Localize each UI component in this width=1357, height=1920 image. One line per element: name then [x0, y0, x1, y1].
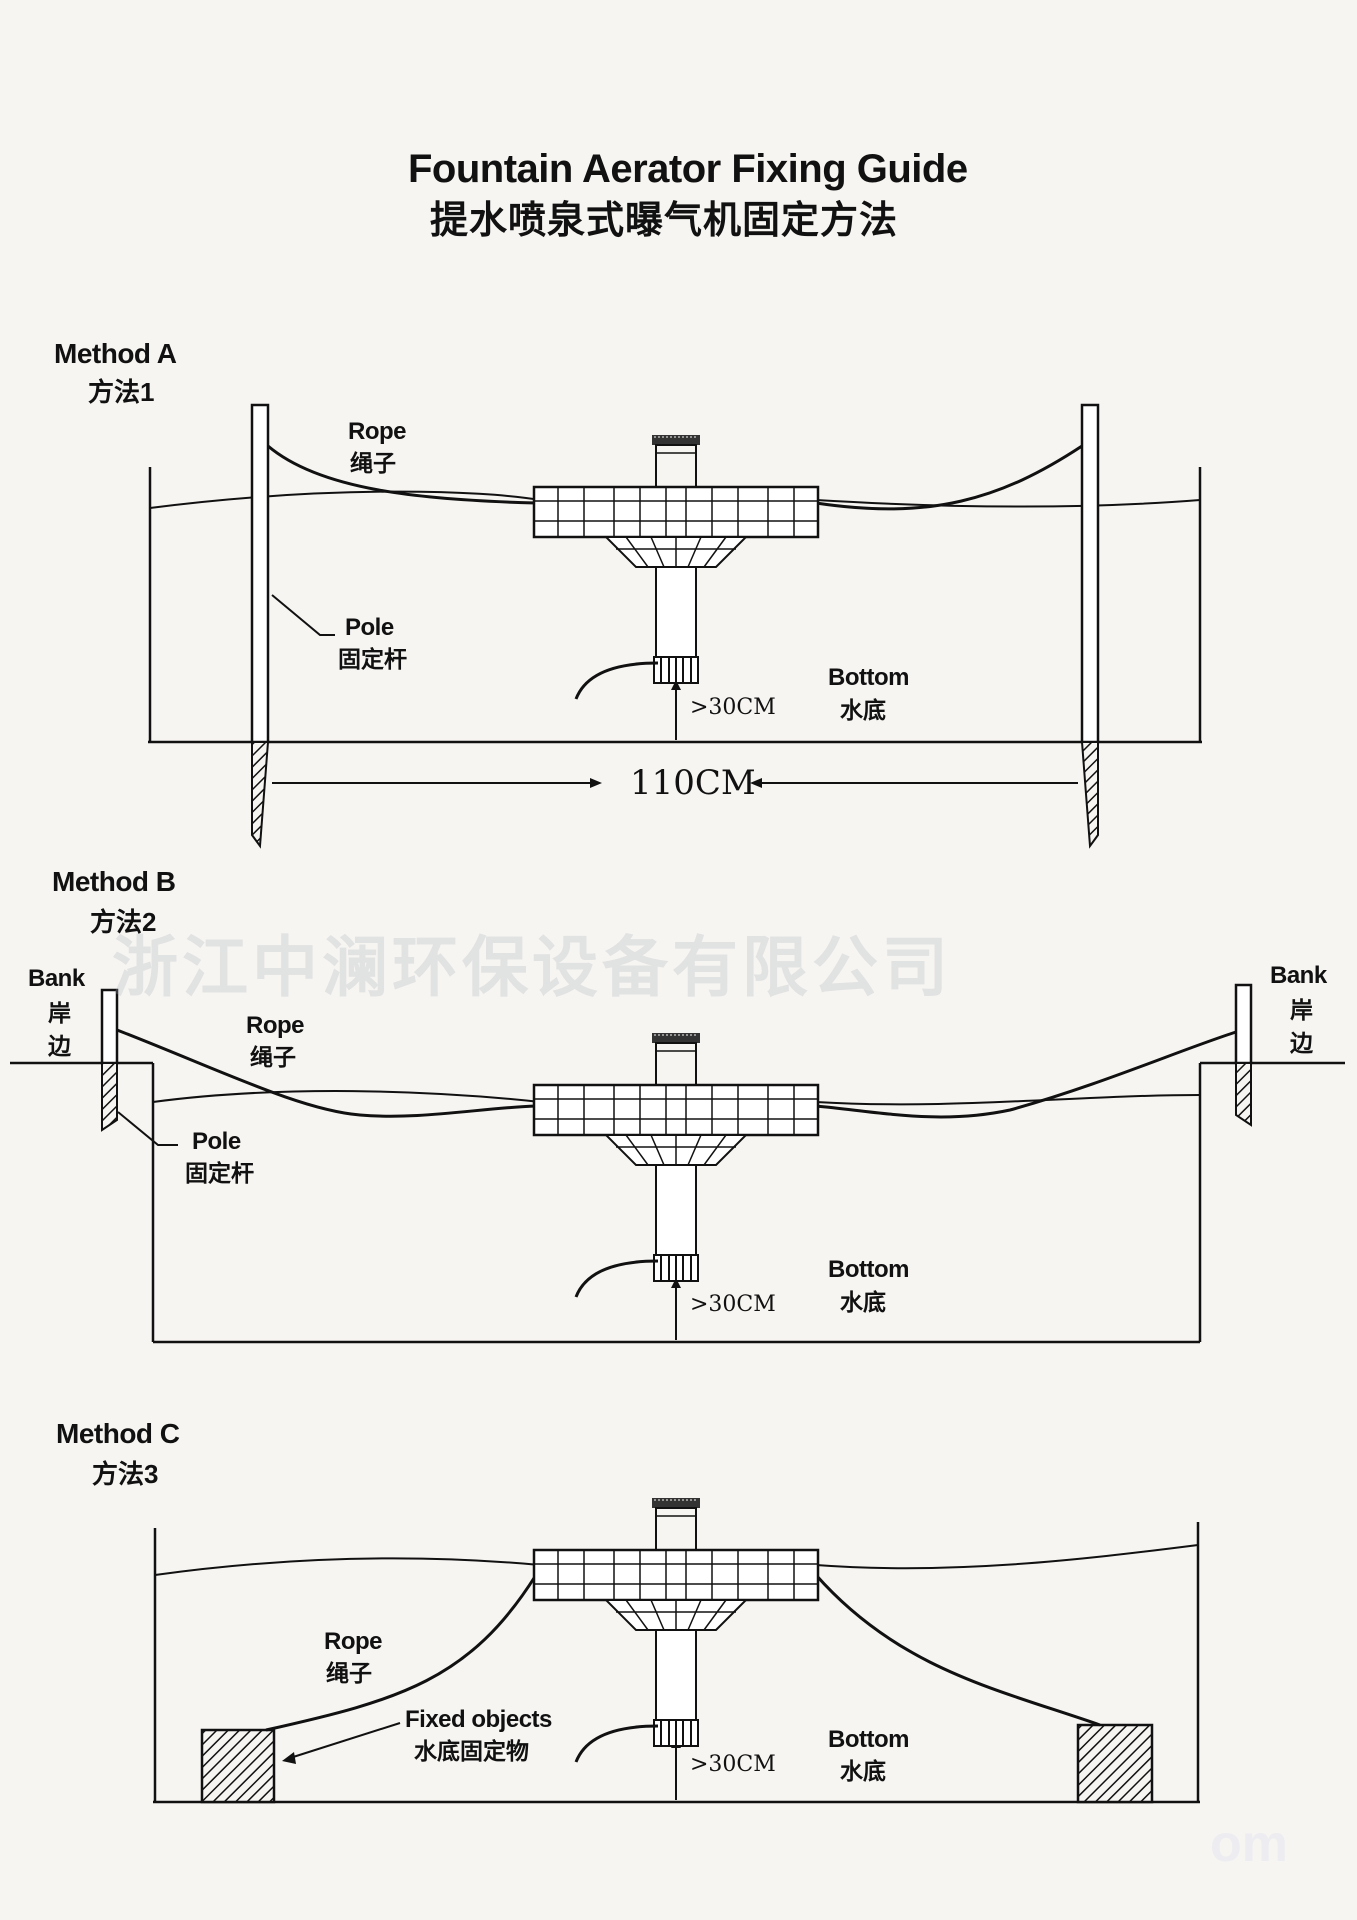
method-a-pole-label-cn: 固定杆	[338, 646, 407, 672]
method-b-rope-label-cn: 绳子	[250, 1044, 296, 1070]
method-a-bottom-label-cn: 水底	[840, 697, 886, 723]
title-cn: 提水喷泉式曝气机固定方法	[430, 200, 899, 242]
company-watermark: 浙江中澜环保设备有限公司	[112, 930, 952, 1004]
method-a-title-cn: 方法1	[88, 377, 155, 407]
method-b-pole-label-cn: 固定杆	[185, 1160, 254, 1186]
method-c-fixed-objects-label: Fixed objects	[405, 1706, 552, 1733]
title-en: Fountain Aerator Fixing Guide	[408, 147, 968, 191]
method-c-clearance: >30CM	[690, 1752, 776, 1777]
method-b-bank-right-cn-1: 岸	[1290, 997, 1313, 1023]
method-c-title-cn: 方法3	[92, 1459, 159, 1489]
method-a-clearance: >30CM	[690, 695, 776, 720]
method-a-rope-label: Rope	[348, 418, 407, 445]
method-a-bottom-label: Bottom	[828, 664, 909, 691]
method-b-bank-left: Bank	[28, 965, 85, 992]
method-c-fixed-objects-label-cn: 水底固定物	[414, 1738, 529, 1764]
corner-watermark: om	[1210, 1815, 1288, 1873]
aerator-b	[532, 1031, 820, 1299]
method-b-bank-right-cn-2: 边	[1290, 1030, 1313, 1056]
method-b-bottom-label: Bottom	[828, 1256, 909, 1283]
method-b-title-cn: 方法2	[90, 907, 157, 937]
method-b-bank-right: Bank	[1270, 962, 1327, 989]
method-c-rope-label: Rope	[324, 1628, 383, 1655]
method-a-diagram	[148, 403, 1202, 849]
aerator-c	[532, 1496, 820, 1764]
method-a-rope-label-cn: 绳子	[350, 450, 396, 476]
method-b-pole-label: Pole	[192, 1128, 241, 1155]
aerator-a	[532, 433, 820, 701]
method-c-title: Method C	[56, 1418, 180, 1449]
method-c-rope-label-cn: 绳子	[326, 1660, 372, 1686]
method-b-bank-left-cn-1: 岸	[48, 1000, 71, 1026]
method-b-title: Method B	[52, 866, 176, 897]
method-b-clearance: >30CM	[690, 1292, 776, 1317]
method-a-title: Method A	[54, 338, 177, 369]
method-c-bottom-label: Bottom	[828, 1726, 909, 1753]
method-c-bottom-label-cn: 水底	[840, 1758, 886, 1784]
method-b-diagram	[10, 983, 1345, 1344]
method-b-bottom-label-cn: 水底	[840, 1289, 886, 1315]
method-a-pole-label: Pole	[345, 614, 394, 641]
method-b-bank-left-cn-2: 边	[48, 1033, 71, 1059]
method-a-span-dimension: 110CM	[630, 763, 756, 803]
method-b-rope-label: Rope	[246, 1012, 305, 1039]
